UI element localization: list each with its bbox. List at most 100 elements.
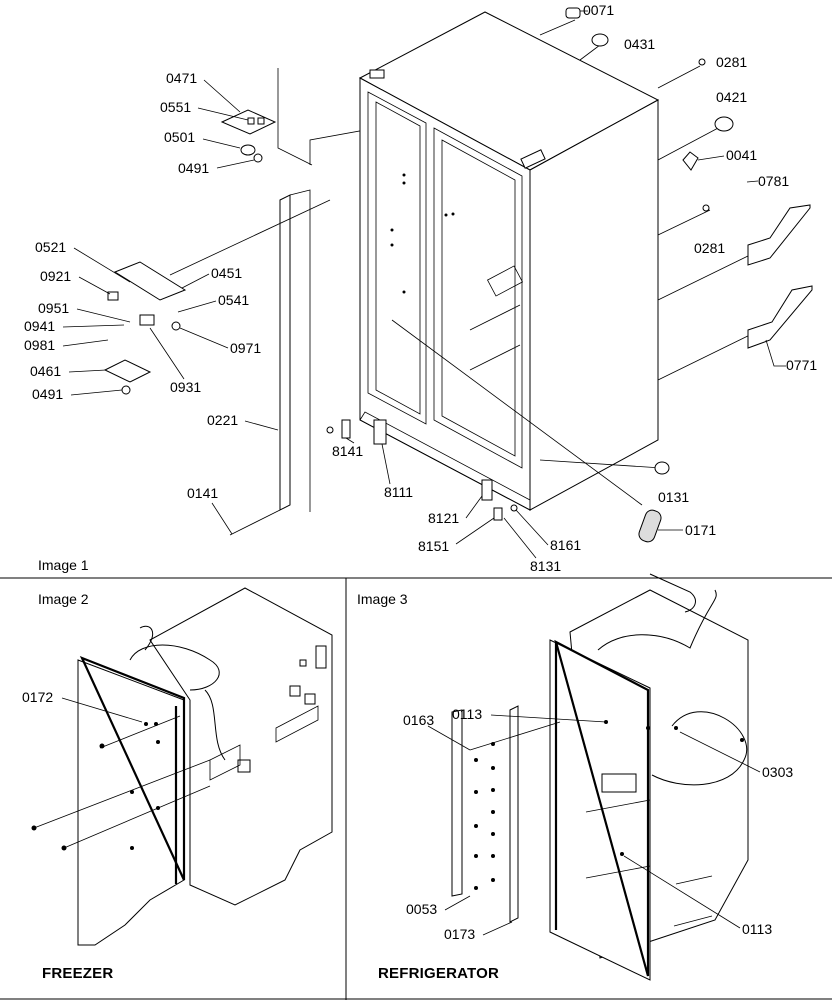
door-shelf-strip	[451, 709, 463, 897]
freezer-opening	[367, 91, 427, 425]
screw-hole	[402, 181, 406, 185]
leader-line	[657, 254, 751, 301]
side-drain-plate	[209, 744, 241, 781]
drain-tube	[204, 689, 226, 761]
callout-0281: 0281	[716, 54, 747, 70]
callout-0951: 0951	[38, 300, 69, 316]
leveler-part	[654, 461, 670, 475]
bottom-screw	[510, 504, 518, 512]
shelf-rail	[469, 304, 521, 331]
door-rail-strip	[509, 705, 519, 923]
cabinet-side	[529, 99, 659, 511]
callout-0771: 0771	[786, 357, 817, 373]
callout-0041: 0041	[726, 147, 757, 163]
callout-0053: 0053	[406, 901, 437, 917]
image-1-drawing	[103, 7, 813, 543]
bottom-hinge-part	[341, 419, 351, 439]
strip-screw	[474, 758, 478, 762]
callout-0421: 0421	[716, 89, 747, 105]
callout-0163: 0163	[403, 712, 434, 728]
side-clip	[299, 659, 307, 667]
callout-0172: 0172	[22, 689, 53, 705]
callout-0471: 0471	[166, 70, 197, 86]
callout-8141: 8141	[332, 443, 363, 459]
refrigerator-opening	[433, 127, 523, 469]
screw-hole	[402, 290, 406, 294]
callout-0131: 0131	[658, 489, 689, 505]
door-screw	[130, 846, 134, 850]
leader-line	[539, 459, 663, 469]
strip-screw	[491, 878, 495, 882]
callout-0971: 0971	[230, 340, 261, 356]
strip-screw	[491, 810, 495, 814]
hinge-bushing	[240, 144, 256, 156]
screw-hole	[674, 726, 678, 730]
strip-screw	[491, 788, 495, 792]
strip-screw	[474, 790, 478, 794]
bottom-bracket	[481, 479, 493, 501]
side-panel-plate	[275, 705, 319, 743]
side-trim-lower	[747, 285, 813, 349]
callout-8151: 8151	[418, 538, 449, 554]
lower-rail	[675, 875, 713, 885]
door-screw	[99, 743, 105, 749]
callout-0781: 0781	[758, 173, 789, 189]
clip-part	[682, 151, 699, 171]
screw-hole	[390, 228, 394, 232]
bottom-hinge-screw	[326, 426, 334, 434]
callout-0173: 0173	[444, 926, 475, 942]
callout-0551: 0551	[160, 99, 191, 115]
callout-0303: 0303	[762, 764, 793, 780]
callout-0281b: 0281	[694, 240, 725, 256]
leader-line	[229, 509, 281, 536]
side-block	[304, 693, 316, 705]
hinge-screw	[253, 153, 263, 163]
shelf-rail	[469, 344, 521, 371]
screw-hole	[451, 212, 455, 216]
cabinet-base	[359, 411, 531, 511]
callout-0431: 0431	[624, 36, 655, 52]
refrigerant-tube-2	[139, 625, 154, 651]
door-screw	[154, 722, 158, 726]
callout-0501: 0501	[164, 129, 195, 145]
door-screw	[156, 740, 160, 744]
lower-hinge-bracket	[103, 359, 152, 383]
image-1-callouts: 0071 0431 0281 0421 0041 0781 0281 0771 …	[24, 2, 817, 574]
strip-screw	[474, 824, 478, 828]
leader-line	[427, 725, 471, 751]
screw-hole	[646, 726, 650, 730]
leader-line	[469, 721, 561, 751]
leader-line	[33, 759, 211, 829]
strip-screw	[491, 766, 495, 770]
caption-freezer: FREEZER	[42, 965, 113, 982]
bracket-leader-frame	[277, 68, 313, 166]
caption-refrigerator: REFRIGERATOR	[378, 965, 499, 982]
bottom-clip	[493, 507, 503, 521]
bushing-part	[714, 116, 734, 132]
callout-8111: 8111	[384, 484, 413, 500]
hinge-screw	[121, 385, 131, 395]
refrigerant-tube	[597, 589, 717, 651]
leader-line	[63, 785, 211, 849]
image-3-drawing: Image 3	[357, 573, 793, 982]
top-hinge-plate-left	[369, 69, 385, 79]
callout-0171: 0171	[685, 522, 716, 538]
callout-0461: 0461	[30, 363, 61, 379]
leader-line	[539, 19, 576, 36]
leader-line	[657, 126, 721, 161]
shelf-rail	[585, 865, 651, 879]
side-outlet	[315, 645, 327, 669]
strip-screw	[491, 742, 495, 746]
strip-screw	[491, 832, 495, 836]
callout-0113b: 0113	[742, 921, 772, 937]
top-tube	[649, 573, 696, 613]
panel-frames	[0, 577, 832, 1000]
refrigerator-liner	[441, 139, 516, 457]
freezer-door-panel	[77, 659, 185, 946]
mid-hinge-bracket	[113, 261, 187, 301]
leader-line	[99, 715, 181, 749]
leader-line	[657, 209, 711, 236]
screw-hole	[444, 213, 448, 217]
shelf-rail	[585, 799, 651, 813]
